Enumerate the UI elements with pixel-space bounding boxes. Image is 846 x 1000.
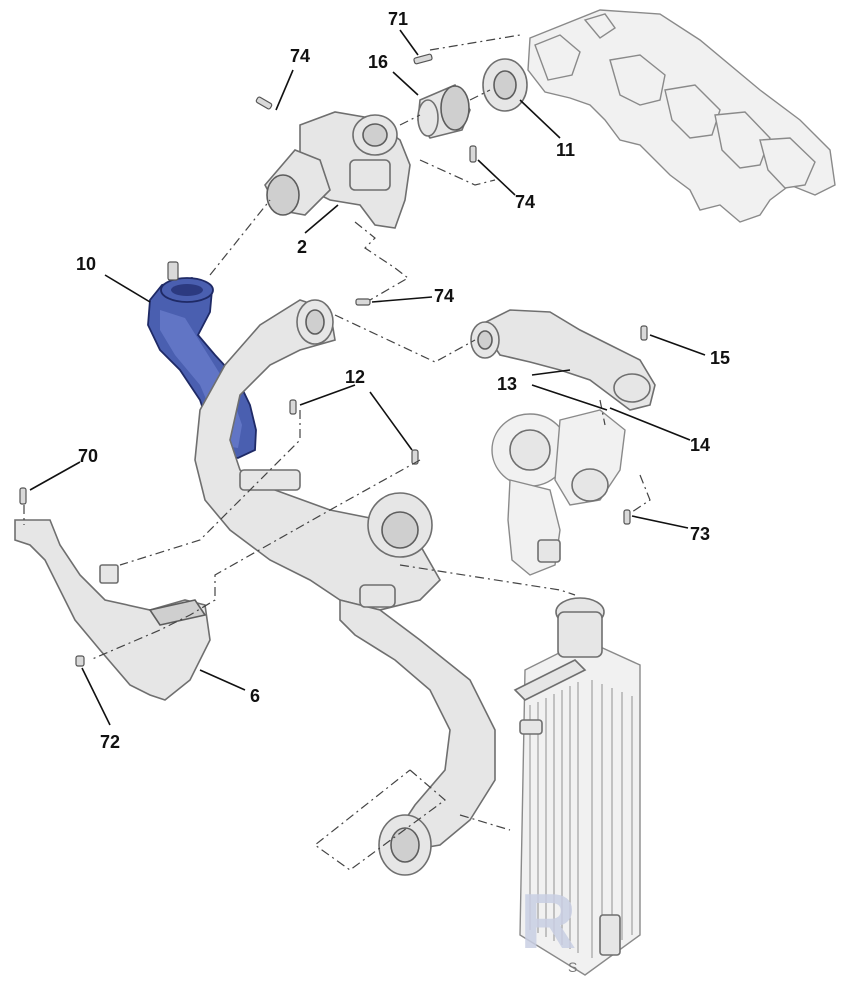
assembly-lines	[23, 34, 651, 871]
intercooler	[513, 597, 641, 976]
callout-15: 15	[710, 348, 730, 368]
callout-70: 70	[78, 446, 98, 466]
callout-72: 72	[100, 732, 120, 752]
intercooler-fins	[529, 680, 633, 958]
watermark-logo: R S	[520, 877, 577, 975]
watermark-corner-letter: S	[568, 959, 577, 975]
watermark-letter: R	[520, 877, 576, 965]
callout-6: 6	[250, 686, 260, 706]
callout-12: 12	[345, 367, 365, 387]
callout-74-right: 74	[515, 192, 535, 212]
callout-14: 14	[690, 435, 710, 455]
callout-74-middle: 74	[434, 286, 454, 306]
leader-lines	[29, 29, 706, 726]
throttle-body	[264, 111, 411, 229]
mounting-bracket	[14, 519, 211, 701]
callout-16: 16	[368, 52, 388, 72]
callout-71: 71	[388, 9, 408, 29]
callout-73: 73	[690, 524, 710, 544]
callout-11: 11	[556, 140, 575, 160]
callout-74-top-left: 74	[290, 46, 310, 66]
intake-flange	[482, 58, 528, 112]
turbo-inlet-pipe	[470, 309, 656, 411]
coupling-sleeve	[417, 83, 471, 139]
turbocharger	[491, 409, 626, 576]
fasteners	[19, 53, 648, 667]
part-callouts: 74 71 16 11 74 2 10 74 15 13 12 14 70 73…	[76, 9, 730, 752]
intake-manifold	[527, 9, 836, 223]
callout-10: 10	[76, 254, 96, 274]
callout-13: 13	[497, 374, 517, 394]
intercooler-inlet-pipe	[194, 299, 496, 876]
callout-2: 2	[297, 237, 307, 257]
